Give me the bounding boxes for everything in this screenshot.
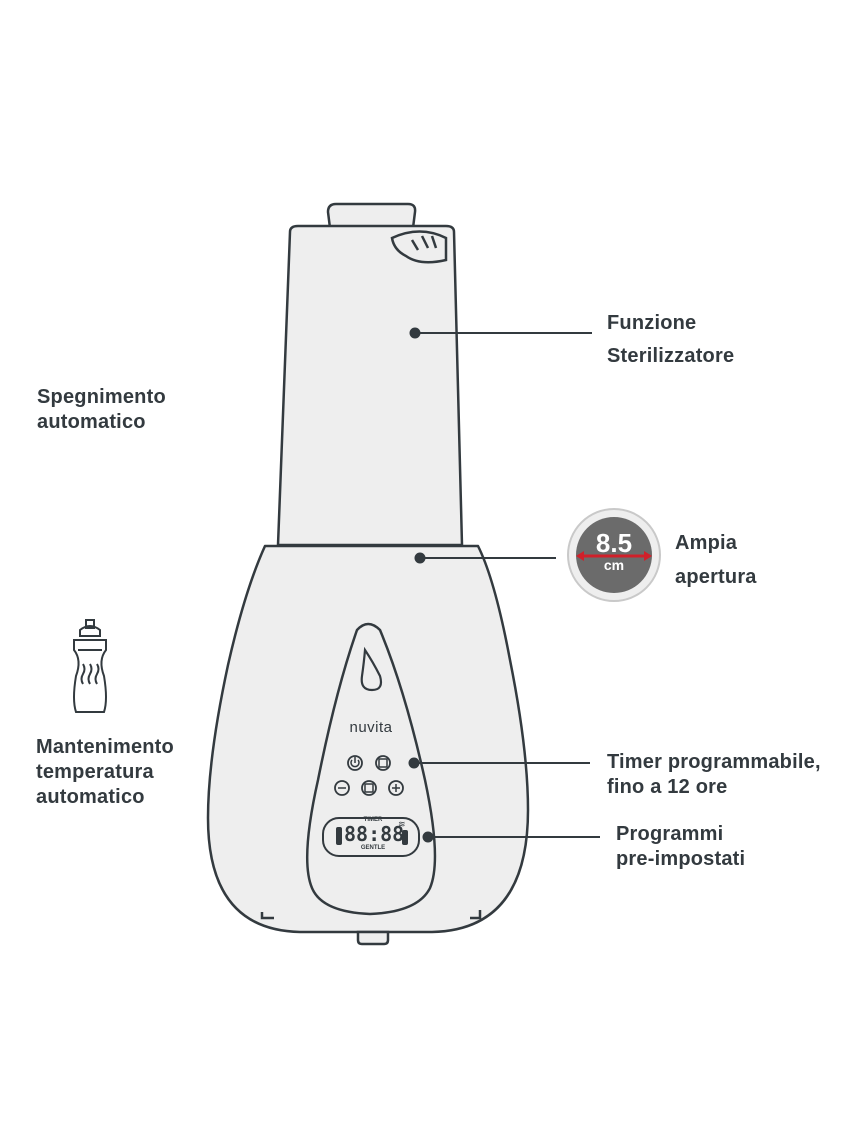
lcd-top-text: TIMER xyxy=(363,817,383,823)
steam-icon: ≋ xyxy=(398,819,406,829)
program-button xyxy=(361,780,377,796)
program-icon xyxy=(364,783,374,793)
top-cap xyxy=(326,202,417,230)
opening-badge xyxy=(567,508,661,602)
label-timer: Timer programmabile, fino a 12 ore xyxy=(607,751,821,798)
lcd-display xyxy=(322,817,420,857)
label-programs: Programmi pre-impostati xyxy=(616,823,746,870)
light-indicator xyxy=(360,646,383,692)
badge-value: 8.5 xyxy=(595,528,633,558)
foot-right xyxy=(470,910,482,920)
label-auto-off: Spegnimento automatico xyxy=(37,386,166,433)
power-icon xyxy=(350,757,360,768)
vent-icon xyxy=(390,230,448,264)
upper-column xyxy=(276,224,464,547)
bottle-icon xyxy=(73,619,107,713)
label-sterilizer: Funzione Sterilizzatore xyxy=(607,312,735,367)
plus-icon xyxy=(392,784,400,792)
lcd-bottom-text: GENTLE xyxy=(360,845,386,851)
mode-icon xyxy=(378,758,388,768)
foot-center xyxy=(356,930,390,946)
label-keep-warm: Mantenimento temperatura automatico xyxy=(36,736,174,808)
label-opening: Ampia apertura xyxy=(675,532,757,588)
lcd-digits: 88:88 xyxy=(344,822,405,846)
brand-logo: nuvita xyxy=(349,719,393,736)
foot-left xyxy=(260,912,274,920)
badge-unit: cm xyxy=(603,557,625,573)
mode-button xyxy=(375,755,391,771)
